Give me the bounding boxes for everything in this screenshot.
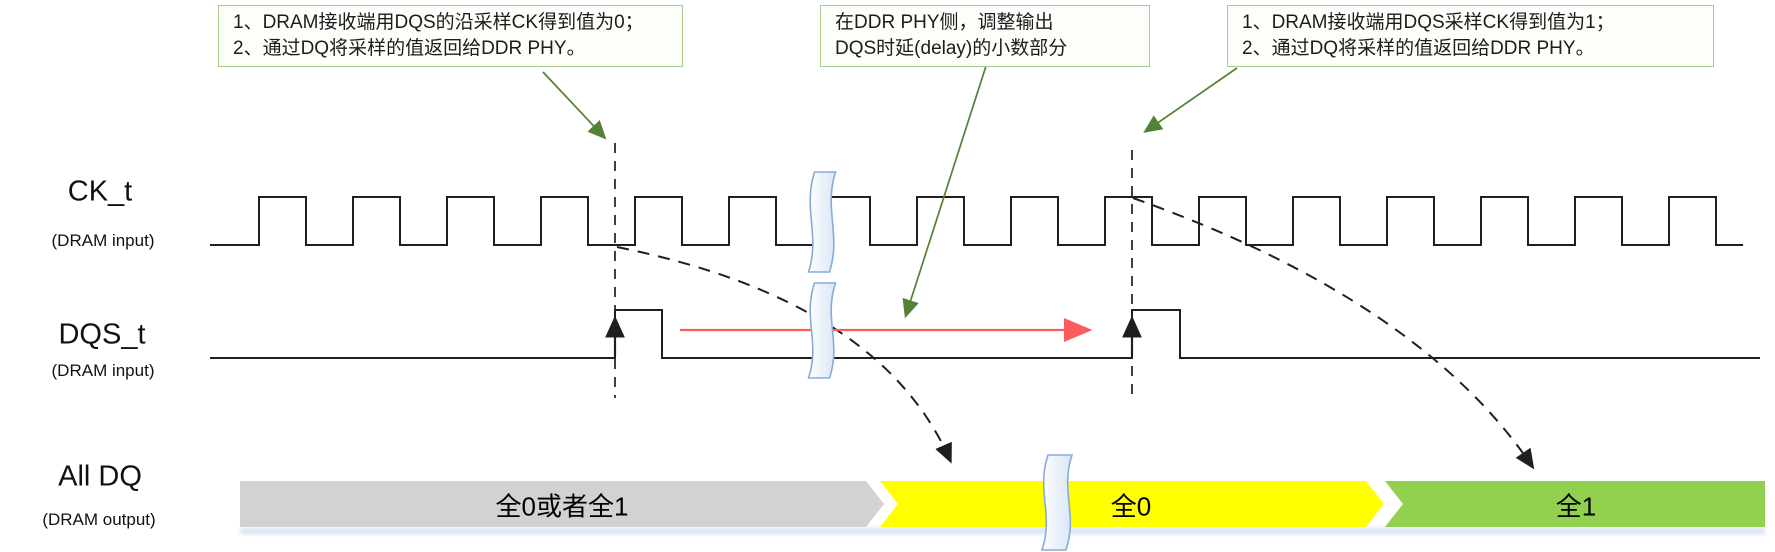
annotation-box-sample-0: 1、DRAM接收端用DQS的沿采样CK得到值为0； 2、通过DQ将采样的值返回给… xyxy=(218,5,683,67)
callout-arrow-1 xyxy=(902,65,987,319)
ck-waveform xyxy=(210,196,1743,246)
alldq-signal-sublabel: (DRAM output) xyxy=(42,510,156,529)
dq-bar-label-gray: 全0或者全1 xyxy=(495,491,629,522)
dqs-waveform xyxy=(210,309,1760,359)
ck-signal-sublabel: (DRAM input) xyxy=(51,231,155,250)
break-symbol-icon-0 xyxy=(807,171,837,273)
dq-bar-label-green: 全1 xyxy=(1555,491,1597,522)
dq-bar-green xyxy=(1385,481,1765,527)
callout-arrow-0 xyxy=(542,71,607,140)
dqs-signal-sublabel: (DRAM input) xyxy=(51,361,155,380)
annotation-line: DQS时延(delay)的小数部分 xyxy=(835,38,1068,59)
annotation-line: 1、DRAM接收端用DQS的沿采样CK得到值为0； xyxy=(233,12,644,33)
dq-bar-gray xyxy=(240,481,884,527)
annotation-box-sample-1: 1、DRAM接收端用DQS采样CK得到值为1； 2、通过DQ将采样的值返回给DD… xyxy=(1227,5,1714,67)
dq-bar-yellow xyxy=(880,481,1384,527)
annotation-line: 1、DRAM接收端用DQS采样CK得到值为1； xyxy=(1242,12,1615,33)
annotation-line: 2、通过DQ将采样的值返回给DDR PHY。 xyxy=(1242,38,1595,59)
dqs-signal-label: DQS_t xyxy=(58,318,146,351)
alldq-signal-label: All DQ xyxy=(58,460,142,493)
break-symbol-icon-2 xyxy=(1040,454,1074,551)
break-symbol-icon-1 xyxy=(807,282,837,379)
callout-arrow-2 xyxy=(1143,67,1238,133)
dq-result-curve-0 xyxy=(616,246,952,464)
annotation-line: 2、通过DQ将采样的值返回给DDR PHY。 xyxy=(233,38,586,59)
ck-signal-label: CK_t xyxy=(67,175,133,208)
annotation-line: 在DDR PHY侧，调整输出 xyxy=(835,12,1054,33)
dq-result-curve-1 xyxy=(1132,197,1535,470)
dq-bar-label-yellow: 全0 xyxy=(1110,491,1152,522)
dq-bar-shadow xyxy=(240,528,1765,534)
annotation-box-adjust-delay: 在DDR PHY侧，调整输出 DQS时延(delay)的小数部分 xyxy=(820,5,1150,67)
